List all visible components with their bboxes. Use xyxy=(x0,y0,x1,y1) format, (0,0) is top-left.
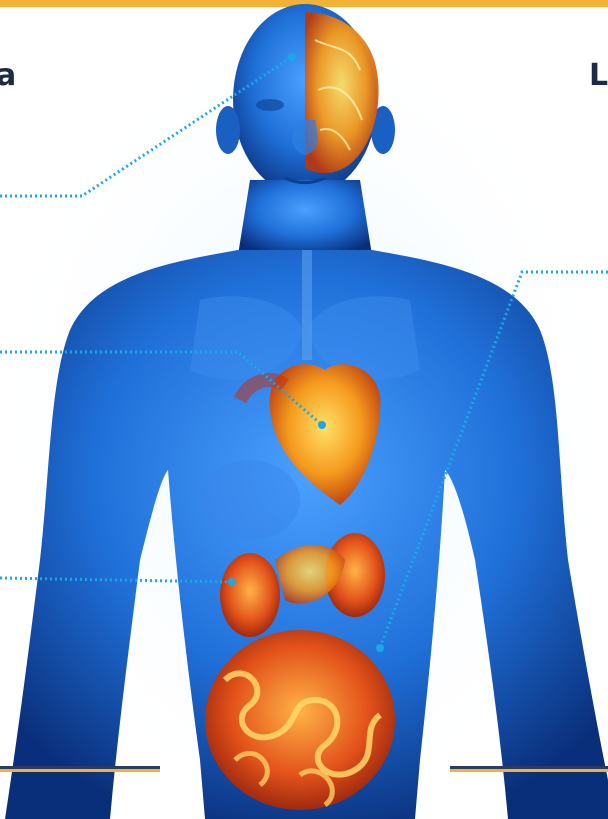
left-kidney xyxy=(220,553,280,637)
callout-dot-intestine xyxy=(376,644,384,652)
nose xyxy=(292,120,317,155)
intestines xyxy=(205,630,395,810)
bottom-rule-right xyxy=(450,766,608,772)
bottom-rule-left xyxy=(0,766,160,772)
callout-dot-brain xyxy=(288,53,296,61)
left-ear xyxy=(216,106,240,154)
neck xyxy=(238,180,372,255)
callout-dot-kidney xyxy=(228,578,236,586)
trachea xyxy=(302,250,312,360)
callout-label-right: L xyxy=(589,58,608,93)
intestine-mass xyxy=(205,630,395,810)
liver xyxy=(200,460,300,540)
callout-dot-heart xyxy=(318,421,326,429)
callout-label-left: a xyxy=(0,58,16,93)
left-eye xyxy=(256,99,284,111)
